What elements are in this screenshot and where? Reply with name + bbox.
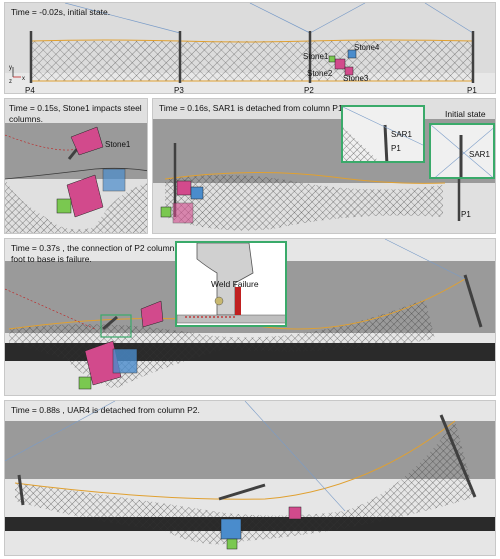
panel-uar4-detach-figure <box>5 401 495 555</box>
panel-uar4-detach: Time = 0.88s , UAR4 is detached from col… <box>4 400 496 556</box>
panel-stone1-impact: Stone1 Time = 0.15s, Stone1 impacts stee… <box>4 98 148 234</box>
inset-initial-state: SAR1 <box>429 123 495 179</box>
inset-sar1-detached-figure: SAR1 P1 <box>343 107 423 161</box>
inset-initial-state-figure: SAR1 <box>431 125 493 177</box>
inset-weld-failure-figure <box>177 243 285 325</box>
weld-failure-label: Weld Failure <box>211 279 259 289</box>
panel-initial-state-figure: y z x P4 P3 P2 P1 Stone1 Stone2 Stone3 S… <box>5 3 495 94</box>
inset-sar1-label: SAR1 <box>391 130 412 139</box>
panel-initial-state-caption: Time = -0.02s, initial state. <box>11 7 111 17</box>
inset-weld-failure: Weld Failure <box>175 241 287 327</box>
axis-z-label: z <box>9 79 12 85</box>
panel-p2-foot-failure-caption: Time = 0.37s , the connection of P2 colu… <box>11 243 175 264</box>
column-label-p1-main: P1 <box>461 210 471 219</box>
axis-x-label: x <box>22 76 25 82</box>
axis-y-label: y <box>9 65 12 71</box>
panel-uar4-detach-caption: Time = 0.88s , UAR4 is detached from col… <box>11 405 200 415</box>
stone4-label: Stone4 <box>354 43 380 52</box>
stone3-label: Stone3 <box>343 74 369 83</box>
panel-p2-foot-failure: Time = 0.37s , the connection of P2 colu… <box>4 238 496 396</box>
column-label-p3: P3 <box>174 86 184 94</box>
column-label-p4: P4 <box>25 86 35 94</box>
inset-initial-state-title: Initial state <box>445 109 486 119</box>
stone1-label: Stone1 <box>303 52 329 61</box>
inset-p1-label: P1 <box>391 144 401 153</box>
inset-sar1-detached: SAR1 P1 <box>341 105 425 163</box>
panel-initial-state: y z x P4 P3 P2 P1 Stone1 Stone2 Stone3 S… <box>4 2 496 94</box>
panel-sar1-detach: P1 Time = 0.16s, SAR1 is detached from c… <box>152 98 496 234</box>
column-label-p2: P2 <box>304 86 314 94</box>
panel-stone1-impact-figure: Stone1 <box>5 99 147 233</box>
stone1-impact-label: Stone1 <box>105 140 131 149</box>
inset-initial-sar1-label: SAR1 <box>469 150 490 159</box>
column-label-p1: P1 <box>467 86 477 94</box>
panel-sar1-detach-caption: Time = 0.16s, SAR1 is detached from colu… <box>159 103 346 113</box>
stone2-label: Stone2 <box>307 69 333 78</box>
panel-stone1-impact-caption: Time = 0.15s, Stone1 impacts steel colum… <box>9 103 142 124</box>
